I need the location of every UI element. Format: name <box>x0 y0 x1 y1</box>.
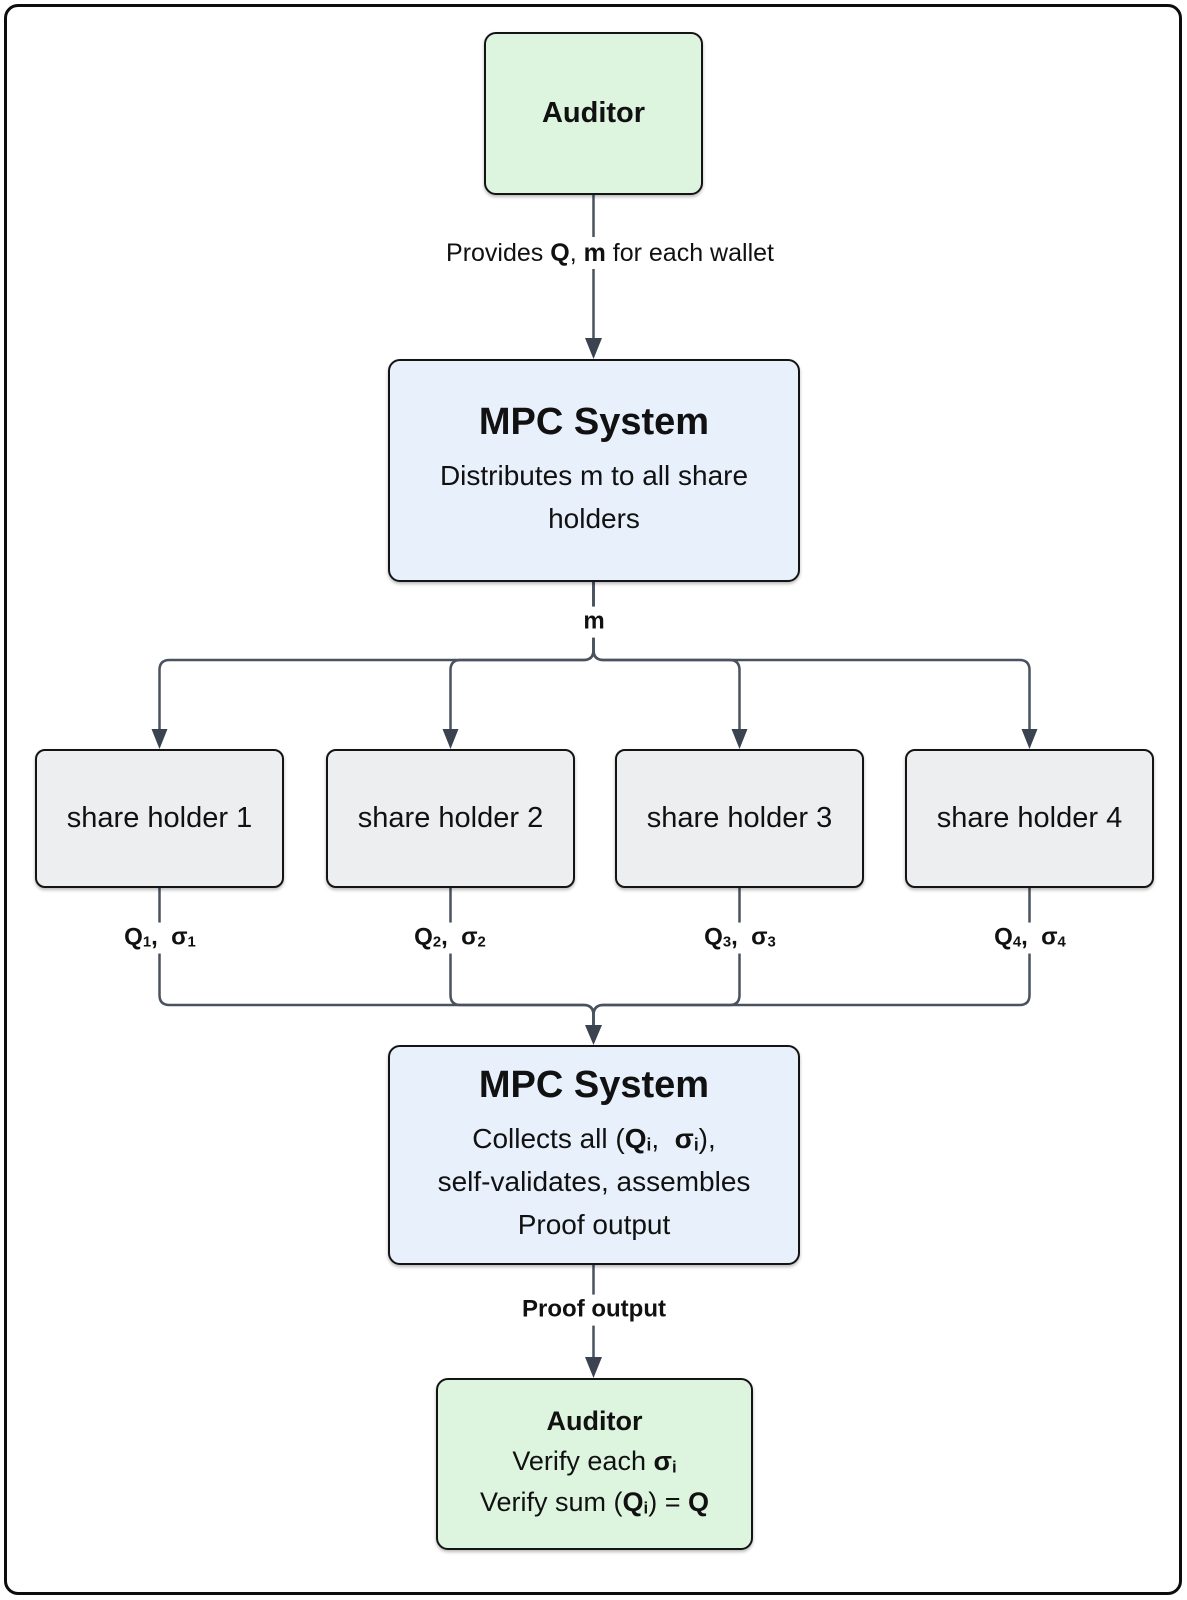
node-auditor-top: Auditor <box>484 32 703 195</box>
arrowhead-sh1 <box>151 729 168 749</box>
node-mpc-bottom-line-1: Collects all (Qi, σi), <box>472 1122 716 1155</box>
node-shareholder-2: share holder 2 <box>326 749 575 888</box>
node-shareholder-1-label: share holder 1 <box>66 802 253 834</box>
node-auditor-top-title: Auditor <box>541 97 646 129</box>
node-mpc-bottom-title: MPC System <box>478 1064 710 1107</box>
node-mpc-bottom-line-2: self-validates, assembles <box>437 1166 751 1198</box>
node-mpc-top-title: MPC System <box>478 401 710 444</box>
node-mpc-top-body: Distributes m to all share holders <box>439 459 749 535</box>
node-shareholder-4-label: share holder 4 <box>936 802 1123 834</box>
node-shareholder-3-label: share holder 3 <box>646 802 833 834</box>
arrowhead-auditor-bottom <box>585 1357 602 1378</box>
arrowhead-mpc-bottom <box>585 1025 602 1045</box>
edge-label-provides-q-m: Provides Q, m for each wallet <box>438 237 782 269</box>
edge-label-proof-output: Proof output <box>514 1294 674 1326</box>
arrowhead-sh2 <box>442 729 459 749</box>
node-mpc-system-top: MPC System Distributes m to all share ho… <box>388 359 800 582</box>
edge-m-to-sh4 <box>592 582 1031 729</box>
node-auditor-bottom-line-2: Verify sum (Qi) = Q <box>480 1486 709 1517</box>
edge-m-to-sh3 <box>592 582 741 729</box>
edge-sh4-to-mpc <box>592 888 1031 1025</box>
edge-m-to-sh2 <box>449 582 595 729</box>
edge-m-to-sh1 <box>158 582 595 729</box>
edge-label-q1-sigma1: Q1, σ1 <box>116 922 204 954</box>
edge-label-q3-sigma3: Q3, σ3 <box>696 922 784 954</box>
node-shareholder-4: share holder 4 <box>905 749 1154 888</box>
node-shareholder-3: share holder 3 <box>615 749 864 888</box>
node-mpc-system-bottom: MPC System Collects all (Qi, σi), self-v… <box>388 1045 800 1265</box>
node-shareholder-2-label: share holder 2 <box>357 802 544 834</box>
node-auditor-bottom: Auditor Verify each σi Verify sum (Qi) =… <box>436 1378 753 1550</box>
edge-label-m: m <box>575 606 613 638</box>
edge-sh2-to-mpc <box>449 888 595 1025</box>
arrowhead-mpc-top <box>585 338 602 359</box>
node-shareholder-1: share holder 1 <box>35 749 284 888</box>
edge-label-q2-sigma2: Q2, σ2 <box>406 922 494 954</box>
node-auditor-bottom-title: Auditor <box>546 1406 643 1436</box>
arrowhead-sh4 <box>1021 729 1038 749</box>
node-mpc-bottom-line-3: Proof output <box>517 1209 671 1241</box>
node-auditor-bottom-line-1: Verify each σi <box>512 1446 677 1477</box>
arrowhead-sh3 <box>731 729 748 749</box>
edge-label-q4-sigma4: Q4, σ4 <box>986 922 1074 954</box>
